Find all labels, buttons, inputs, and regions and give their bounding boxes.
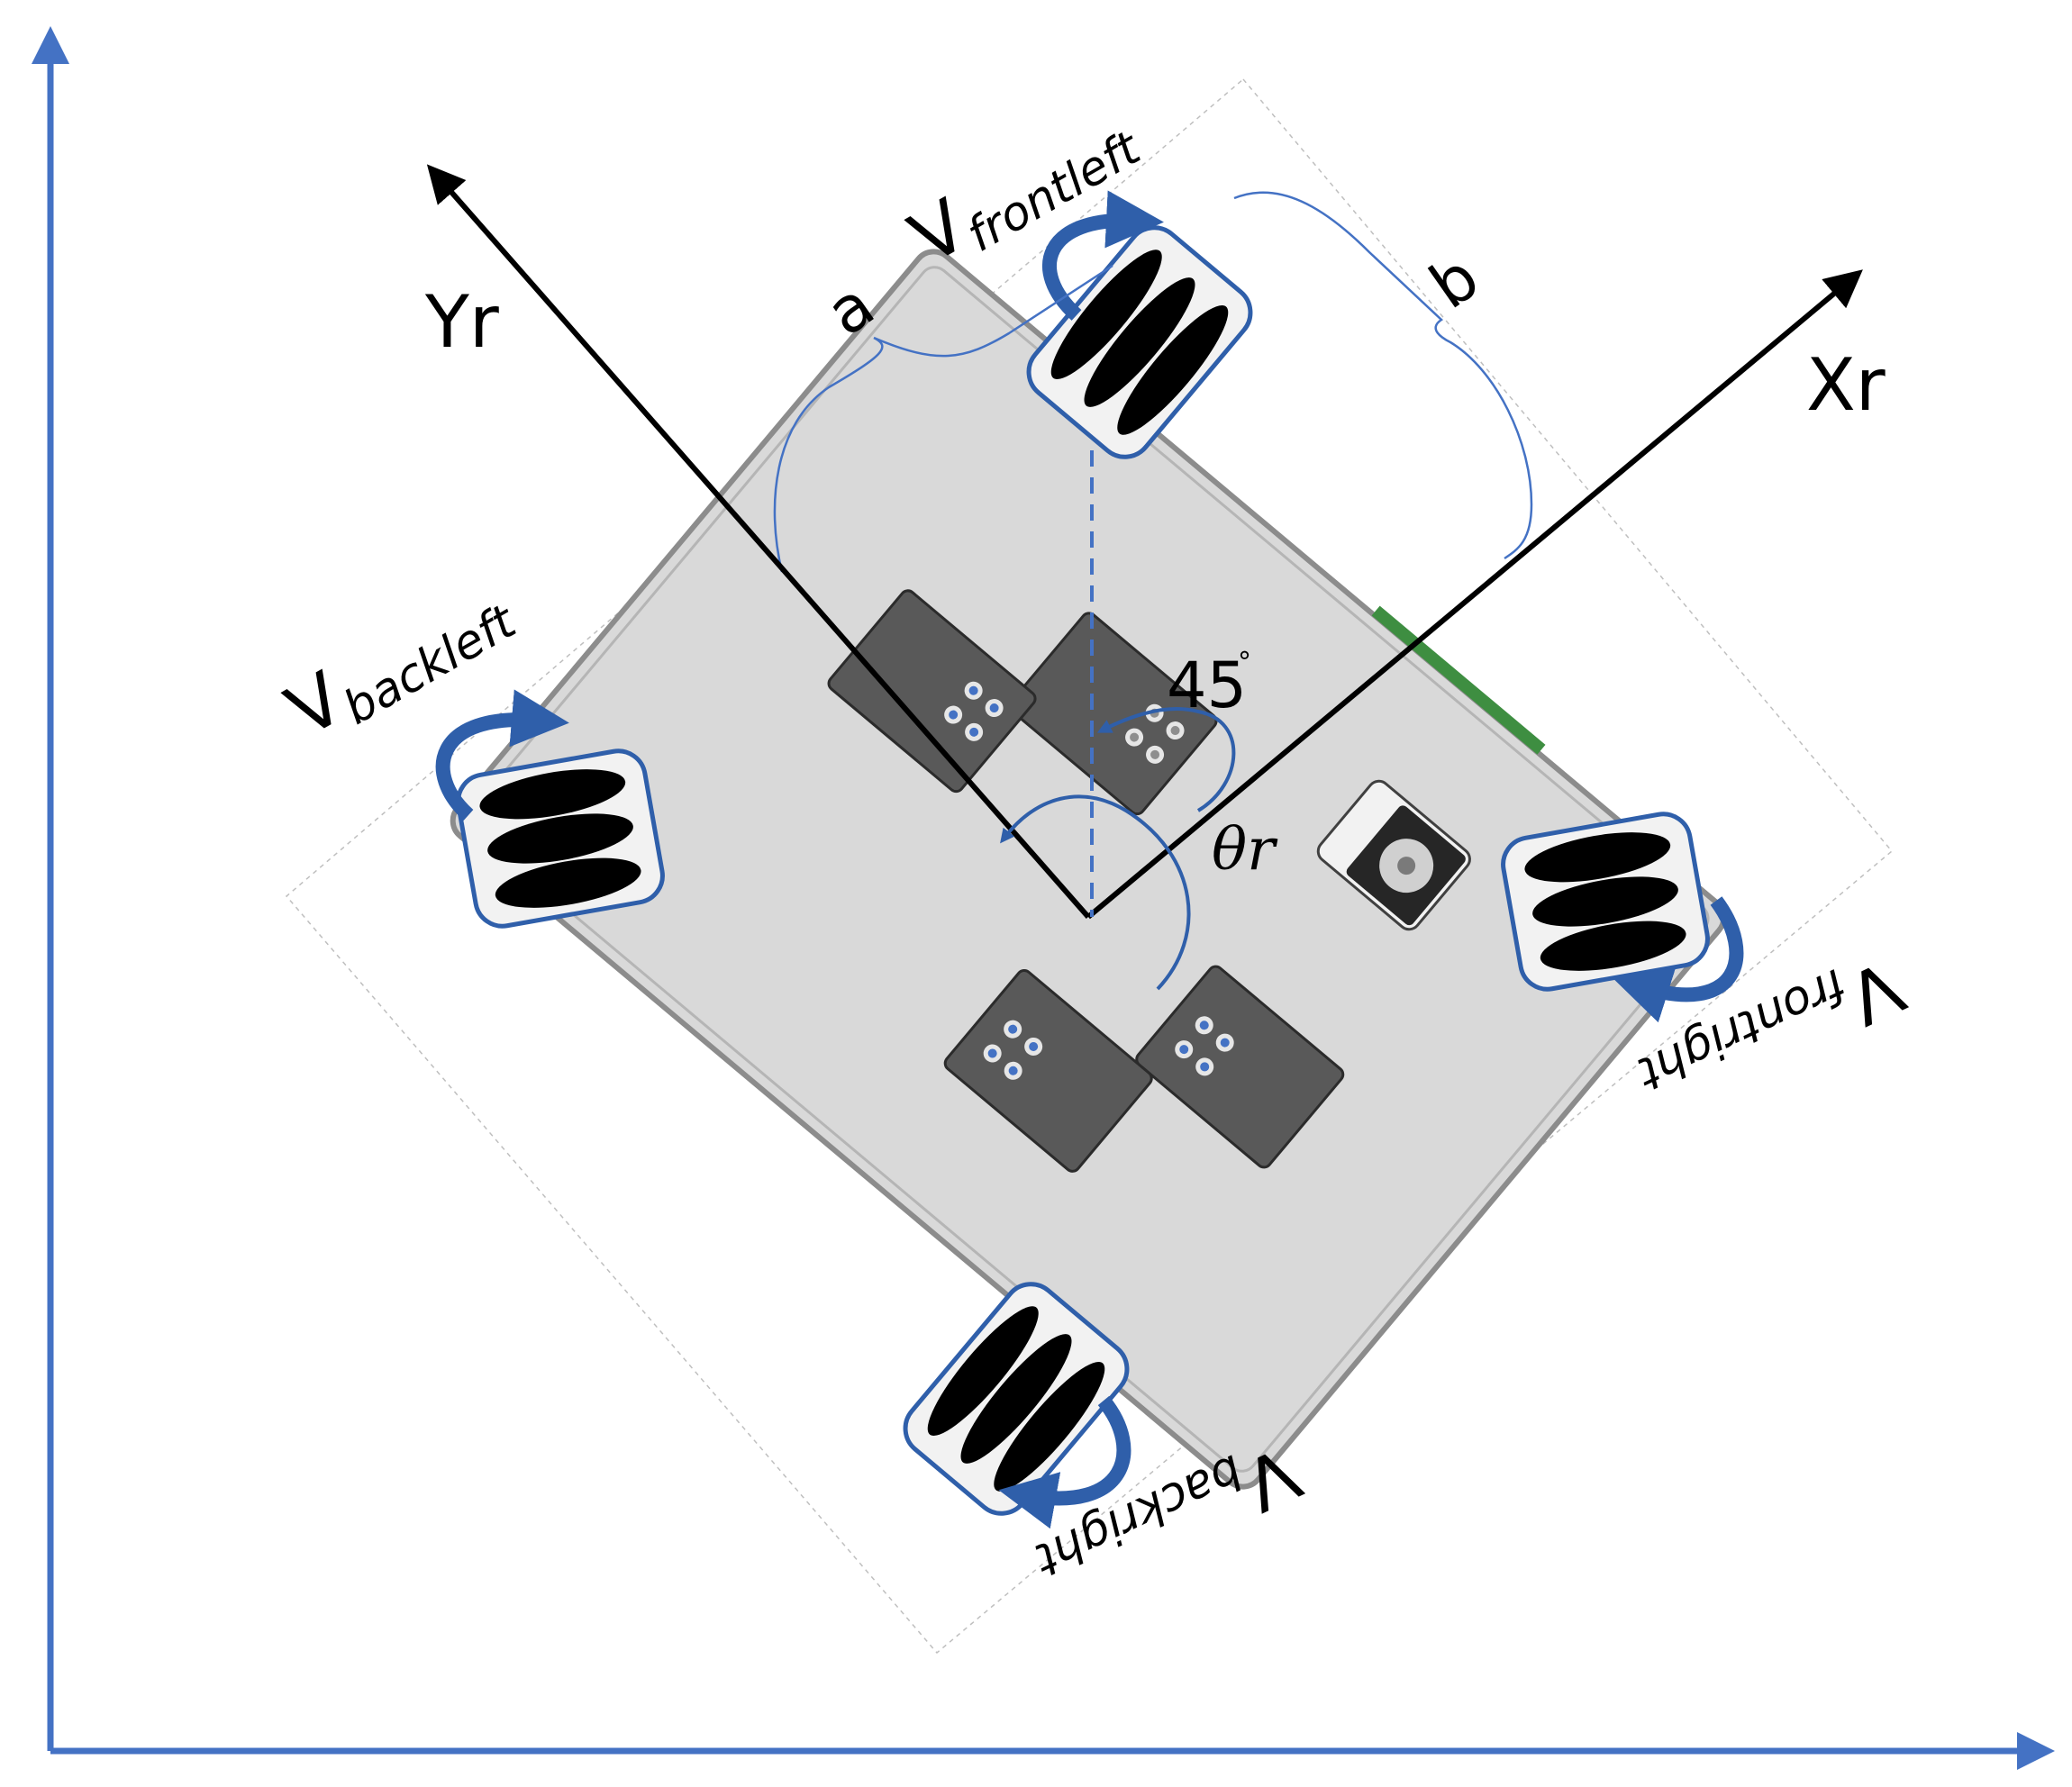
v-frontleft-label: V frontleft (896, 121, 1150, 280)
angle-45-label: 45 (1167, 649, 1247, 722)
angle-45-arc (1096, 706, 1236, 812)
theta-r-label: θr (1212, 816, 1278, 884)
motor-module-2 (827, 589, 1037, 794)
dimension-brace-a (773, 264, 1113, 573)
wheel-back-left (456, 748, 665, 929)
svg-text:backright: backright (1026, 1444, 1251, 1587)
rotation-arrow-back-left (435, 689, 569, 821)
xr-label: Xr (1806, 343, 1886, 427)
robot-frame (426, 164, 1863, 920)
angle-theta-arc (1000, 794, 1191, 991)
robot-chassis (450, 249, 1727, 1490)
wheel-front-left (1026, 225, 1253, 459)
dimension-brace-b (1233, 191, 1533, 560)
yr-label: Yr (424, 280, 499, 364)
rotation-arrow-back-right (998, 1395, 1131, 1529)
degree-mark: ° (1238, 647, 1251, 678)
world-frame (32, 26, 2055, 1770)
v-backleft-label: V backleft (273, 594, 526, 754)
robot-yr-axis (426, 164, 1091, 919)
robot-xr-axis (1086, 269, 1863, 920)
rotation-arrow-front-right (1612, 896, 1744, 1023)
motor-module-3 (1135, 965, 1345, 1169)
dimension-b-label: b (1417, 240, 1492, 323)
sensor-module (1316, 779, 1471, 931)
v-backright-label: V backright (1026, 1430, 1312, 1587)
wheel-front-right (1501, 812, 1710, 992)
motor-module-4 (943, 968, 1153, 1173)
chassis-plate (450, 249, 1727, 1490)
dashed-bounding-box (285, 77, 1894, 1655)
wheel-back-right (903, 1282, 1130, 1516)
